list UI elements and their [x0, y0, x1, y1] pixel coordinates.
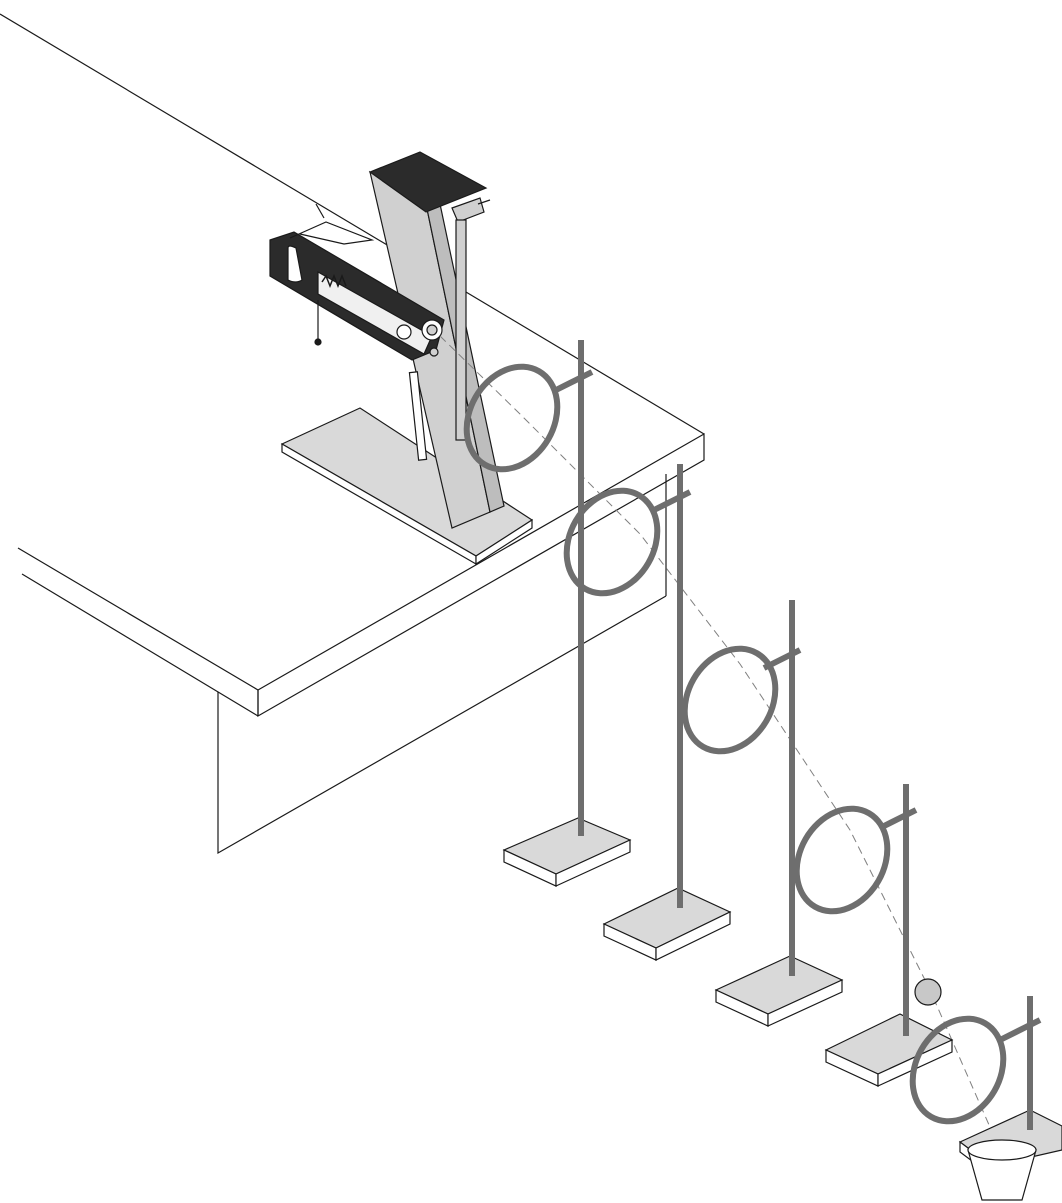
cup-rim — [967, 1139, 1037, 1161]
projectile-launcher-icon — [269, 203, 445, 361]
launcher-post — [455, 219, 467, 441]
ring-stand-2-base-front — [655, 911, 731, 961]
ring-stand-2 — [563, 464, 732, 961]
launcher-protractor — [287, 245, 303, 283]
ring-stand-4-ring — [793, 805, 891, 915]
upright-slot — [408, 371, 428, 461]
launcher-base-front — [475, 518, 533, 566]
launcher-knob — [429, 347, 439, 357]
ring-stand-4-clamp — [878, 807, 918, 831]
launcher-linkage — [289, 221, 375, 245]
table-left-edge-bottom — [21, 573, 259, 717]
ring-stand-3 — [681, 600, 844, 1027]
ring-stand-5-clamp — [998, 1017, 1042, 1043]
launcher-pull-knob — [314, 338, 322, 346]
launcher-string — [315, 203, 325, 219]
ring-stand-1-ring — [463, 363, 561, 473]
table-skirt — [217, 595, 667, 855]
ring-stand-5-ring — [909, 1015, 1007, 1125]
clamp-screw — [477, 199, 491, 205]
ring-stand-3-base-front — [767, 979, 843, 1027]
ring-stand-3-ring — [681, 645, 779, 755]
ring-stand-1-clamp — [554, 369, 594, 393]
ball-icon — [914, 978, 942, 1006]
table-left-edge-top — [17, 547, 259, 691]
launcher-dial — [396, 324, 412, 340]
ring-stand-2-clamp — [652, 489, 692, 513]
launcher-zigzag — [321, 273, 347, 289]
cup-icon — [967, 1139, 1037, 1201]
launcher-top-cap — [368, 151, 488, 213]
ring-stand-1-base-front — [555, 839, 631, 887]
launcher-clamp — [451, 197, 485, 223]
ring-stand-2-ring — [563, 487, 661, 597]
table-back-edge — [0, 13, 705, 435]
launcher-muzzle-inner — [426, 324, 438, 336]
launcher-stand — [280, 151, 534, 566]
